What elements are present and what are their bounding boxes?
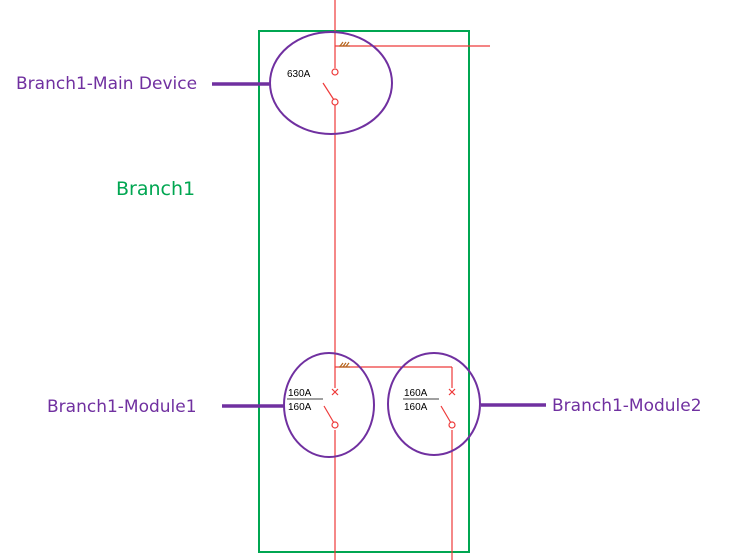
main-device-switch-icon (322, 68, 339, 106)
module2-label: Branch1-Module2 (552, 396, 702, 416)
module2-rating-top: 160A (404, 388, 428, 399)
module1-breaker-icon (323, 388, 339, 430)
module1-rating-top: 160A (288, 388, 312, 399)
main-device-rating: 630A (287, 69, 311, 80)
module2-breaker-icon (440, 388, 456, 430)
module-earth-icon (339, 362, 350, 368)
branch-label: Branch1 (116, 178, 196, 200)
branch-enclosure (258, 30, 470, 553)
module1-rating-bottom: 160A (288, 402, 312, 413)
module2-highlight (387, 352, 481, 456)
main-device-label: Branch1-Main Device (16, 74, 198, 94)
main-device-highlight (269, 31, 393, 135)
module2-rating-bottom: 160A (404, 402, 428, 413)
main-device-earth-icon (339, 41, 350, 47)
module1-label: Branch1-Module1 (47, 397, 197, 417)
